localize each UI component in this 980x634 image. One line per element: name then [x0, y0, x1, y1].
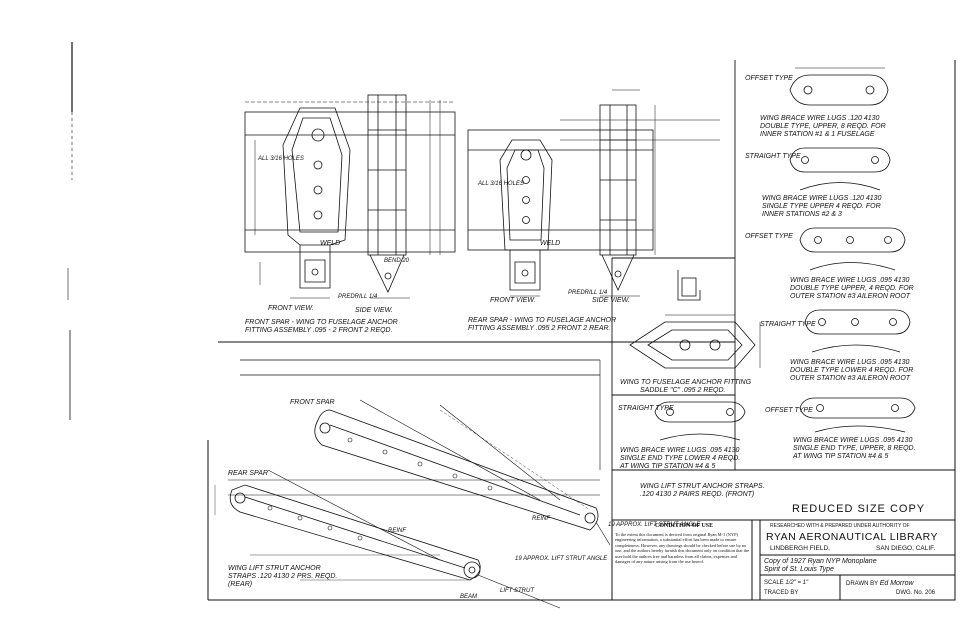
side-view-caption: SIDE VIEW. — [355, 307, 393, 314]
rear-spar-label: REAR SPAR — [228, 470, 268, 477]
researched-line: RESEARCHED WITH & PREPARED UNDER AUTHORI… — [770, 523, 910, 529]
holes-label-1: ALL 3/16 HOLES — [257, 156, 304, 162]
title-block-frame — [611, 519, 956, 601]
holes-label-2: ALL 3/16 HOLES — [477, 181, 524, 187]
front-spar-fitting-caption-1: FRONT SPAR - WING TO FUSELAGE ANCHOR — [245, 319, 398, 326]
offset-type-label-3: OFFSET TYPE — [765, 407, 813, 414]
lug6-caption-1: WING BRACE WIRE LUGS .095 4130 — [793, 437, 913, 444]
lug5-caption-1: WING BRACE WIRE LUGS .095 4130 — [620, 447, 740, 454]
weld-label-1: WELD — [320, 240, 340, 247]
lug1-caption-1: WING BRACE WIRE LUGS .120 4130 — [760, 115, 880, 122]
saddle-caption-2: SADDLE "C" .095 2 REQD. — [640, 387, 726, 394]
scale-label-text: SCALE — [764, 580, 784, 586]
drawn-by: DRAWN BY Ed Morrow — [846, 580, 914, 587]
lug3-caption-1: WING BRACE WIRE LUGS .095 4130 — [790, 277, 910, 284]
lug3-caption-3: OUTER STATION #3 AILERON ROOT — [790, 293, 911, 300]
drawn-label: DRAWN BY — [846, 581, 879, 587]
drawn-value: Ed Morrow — [879, 580, 914, 587]
scale-label: SCALE 1/2" = 1" — [764, 580, 808, 586]
rear-spar-fitting-caption-2: FITTING ASSEMBLY .095 2 FRONT 2 REAR. — [468, 325, 611, 332]
offset-type-label-1: OFFSET TYPE — [745, 75, 793, 82]
offset-type-label-2: OFFSET TYPE — [745, 233, 793, 240]
approx-angle-label-1: 19 APPROX. LIFT STRUT ANGLE — [515, 556, 608, 562]
predrill-label-2: PREDRILL 1/4 — [568, 290, 608, 296]
dwg-label: DWG. No. — [896, 590, 924, 596]
rear-spar-fitting-drawing — [467, 89, 720, 297]
wing-lift-rear-caption-3: (REAR) — [228, 581, 252, 588]
lug6-caption-3: AT WING TIP STATION #4 & 5 — [792, 453, 889, 460]
bend-label-1: BEND 20 — [384, 258, 410, 264]
side-view-caption-2: SIDE VIEW. — [592, 297, 630, 304]
condition-of-use-title: CONDITION OF USE — [655, 523, 714, 529]
copy-line-1: Copy of 1927 Ryan NYP Monoplane — [764, 558, 877, 565]
lug2-caption-1: WING BRACE WIRE LUGS .120 4130 — [762, 195, 882, 202]
weld-label-2: WELD — [540, 240, 560, 247]
copy-line-2: Spirit of St. Louis Type — [764, 566, 834, 573]
library-field: LINDBERGH FIELD, — [770, 545, 830, 552]
condition-of-use-body: To the extent this document is derived f… — [615, 532, 750, 565]
wing-lift-caption-2: .120 4130 2 PAIRS REQD. (FRONT) — [640, 491, 754, 498]
library-name: RYAN AERONAUTICAL LIBRARY — [766, 531, 938, 543]
front-view-caption-2: FRONT VIEW. — [490, 297, 536, 304]
lug2-caption-2: SINGLE TYPE UPPER 4 REQD. FOR — [762, 203, 881, 210]
saddle-fitting-drawing — [629, 270, 761, 369]
library-city: SAN DIEGO, CALIF. — [876, 545, 936, 552]
wing-lift-caption-1: WING LIFT STRUT ANCHOR STRAPS. — [640, 483, 765, 490]
lug6-caption-2: SINGLE END TYPE, UPPER, 8 REQD. — [793, 445, 916, 452]
traced-label: TRACED BY — [764, 590, 799, 596]
lug4-caption-3: OUTER STATION #3 AILERON ROOT — [790, 375, 911, 382]
dwg-number: DWG. No. 206 — [896, 590, 935, 596]
front-spar-fitting-drawing — [244, 94, 456, 299]
reinf-label-2: REINF — [388, 528, 406, 534]
wire-lug-drawings — [654, 67, 916, 441]
front-spar-label: FRONT SPAR — [290, 399, 335, 406]
lug3-caption-2: DOUBLE TYPE UPPER, 4 REQD. FOR — [790, 285, 914, 292]
lug1-caption-2: DOUBLE TYPE, UPPER, 8 REQD. FOR — [760, 123, 886, 130]
lug5-caption-3: AT WING TIP STATION #4 & 5 — [619, 463, 716, 470]
lug5-caption-2: SINGLE END TYPE LOWER 4 REQD. — [620, 455, 740, 462]
lug4-caption-2: DOUBLE TYPE LOWER 4 REQD. FOR — [790, 367, 913, 374]
lift-strut-label: LIFT STRUT — [500, 588, 535, 594]
front-view-caption: FRONT VIEW. — [268, 305, 314, 312]
straight-type-label-1: STRAIGHT TYPE — [745, 153, 801, 160]
reinf-label-1: REINF — [532, 516, 550, 522]
lug4-caption-1: WING BRACE WIRE LUGS .095 4130 — [790, 359, 910, 366]
scale-value: 1/2" = 1" — [785, 580, 809, 586]
lift-strut-straps-drawing — [214, 359, 611, 609]
predrill-label-1: PREDRILL 1/4 — [338, 294, 378, 300]
wing-lift-rear-caption-2: STRAPS .120 4130 2 PRS. REQD. — [228, 573, 337, 580]
lug1-caption-3: INNER STATION #1 & 1 FUSELAGE — [760, 131, 875, 138]
front-spar-fitting-caption-2: FITTING ASSEMBLY .095 - 2 FRONT 2 REQD. — [245, 327, 393, 334]
dwg-value: 206 — [925, 590, 936, 596]
saddle-caption-1: WING TO FUSELAGE ANCHOR FITTING — [620, 379, 752, 386]
straight-type-label-2: STRAIGHT TYPE — [760, 321, 816, 328]
reduced-size-copy: REDUCED SIZE COPY — [792, 503, 926, 515]
approx-angle-label-2: 19 APPROX. LIFT STRUT ANGLE — [608, 522, 701, 528]
wing-lift-rear-caption-1: WING LIFT STRUT ANCHOR — [228, 565, 321, 572]
beam-label: BEAM — [460, 594, 477, 600]
straight-type-label-3: STRAIGHT TYPE — [618, 405, 674, 412]
rear-spar-fitting-caption-1: REAR SPAR - WING TO FUSELAGE ANCHOR — [468, 317, 616, 324]
lug2-caption-3: INNER STATIONS #2 & 3 — [762, 211, 842, 218]
